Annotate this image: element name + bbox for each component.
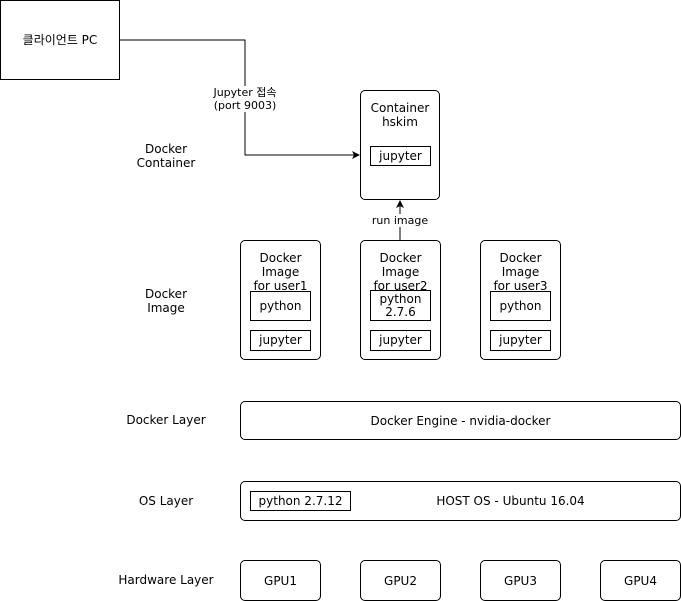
container-title: Container hskim <box>370 101 430 129</box>
gpu-box: GPU2 <box>360 560 441 601</box>
layer-label-docker-layer: Docker Layer <box>126 413 206 427</box>
docker-engine-box: Docker Engine - nvidia-docker <box>240 401 681 440</box>
image-python-user1: python <box>250 291 311 321</box>
gpu-box: GPU3 <box>480 560 561 601</box>
gpu-box: GPU1 <box>240 560 321 601</box>
run-image-label: run image <box>370 214 430 227</box>
docker-engine-label: Docker Engine - nvidia-docker <box>370 413 551 428</box>
jupyter-connect-label: Jupyter 접속 (port 9003) <box>208 86 282 112</box>
host-os-label: HOST OS - Ubuntu 16.04 <box>436 494 585 508</box>
image-jupyter-user2: jupyter <box>370 330 431 351</box>
gpu-label: GPU4 <box>624 573 657 588</box>
gpu-label: GPU2 <box>384 573 417 588</box>
client-pc-box: 클라이언트 PC <box>0 0 120 80</box>
layer-label-os-layer: OS Layer <box>138 494 194 508</box>
gpu-label: GPU3 <box>504 573 537 588</box>
image-jupyter-user1: jupyter <box>250 330 311 351</box>
gpu-label: GPU1 <box>264 573 297 588</box>
host-python-box: python 2.7.12 <box>250 491 351 511</box>
layer-label-docker-image: Docker Image <box>144 287 188 315</box>
image-title-user3: Docker Image for user3 <box>493 251 548 293</box>
image-jupyter-user3: jupyter <box>490 330 551 351</box>
image-python-user2: python 2.7.6 <box>370 290 431 321</box>
container-jupyter-box: jupyter <box>370 146 431 166</box>
client-pc-label: 클라이언트 PC <box>22 33 98 47</box>
gpu-box: GPU4 <box>600 560 681 601</box>
image-python-user3: python <box>490 291 551 321</box>
layer-label-hardware-layer: Hardware Layer <box>118 573 214 587</box>
image-title-user2: Docker Image for user2 <box>373 251 428 293</box>
image-title-user1: Docker Image for user1 <box>253 251 308 293</box>
container-hskim: Container hskim <box>360 90 440 200</box>
layer-label-docker-container: Docker Container <box>136 142 196 170</box>
